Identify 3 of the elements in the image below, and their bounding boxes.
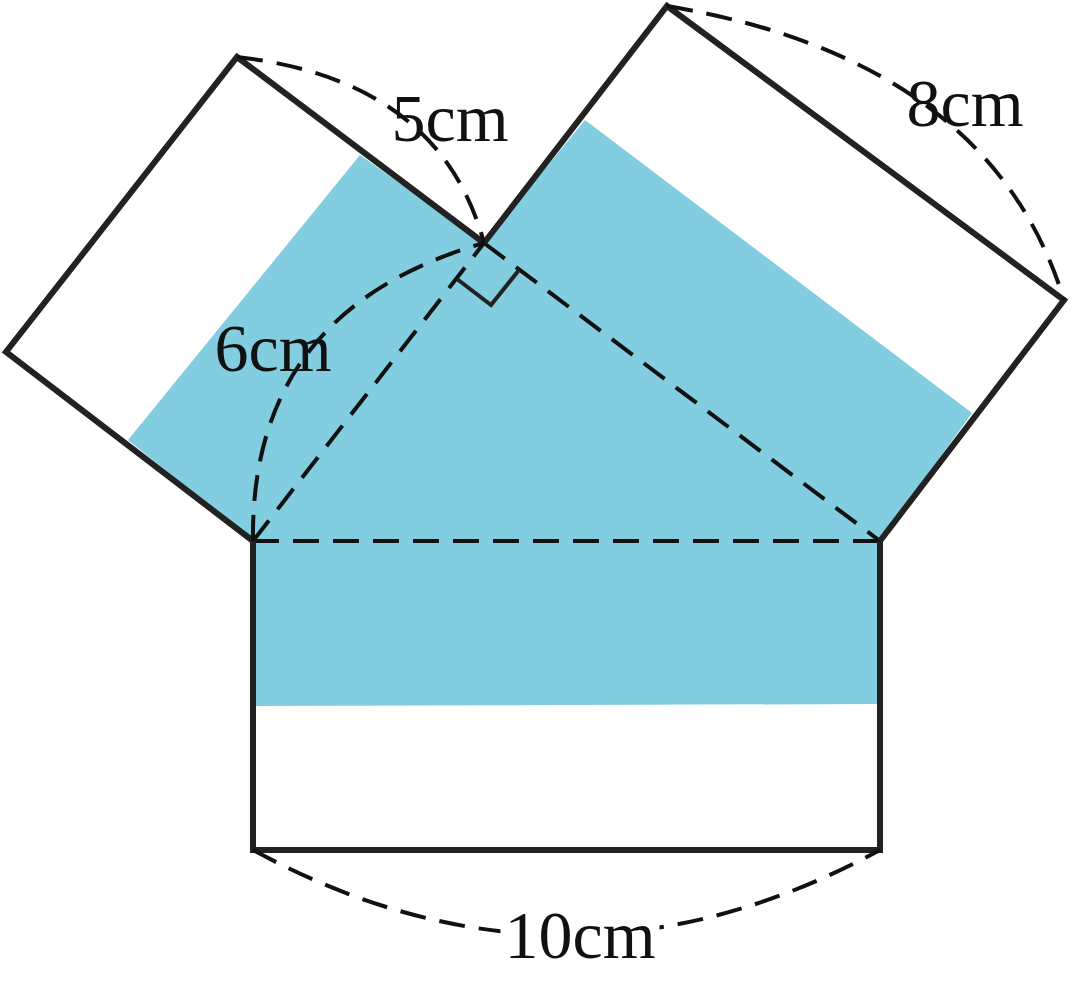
dimension-label: 8cm: [905, 69, 1025, 137]
dimension-label: 5cm: [390, 84, 510, 152]
dimension-label: 6cm: [213, 314, 333, 382]
